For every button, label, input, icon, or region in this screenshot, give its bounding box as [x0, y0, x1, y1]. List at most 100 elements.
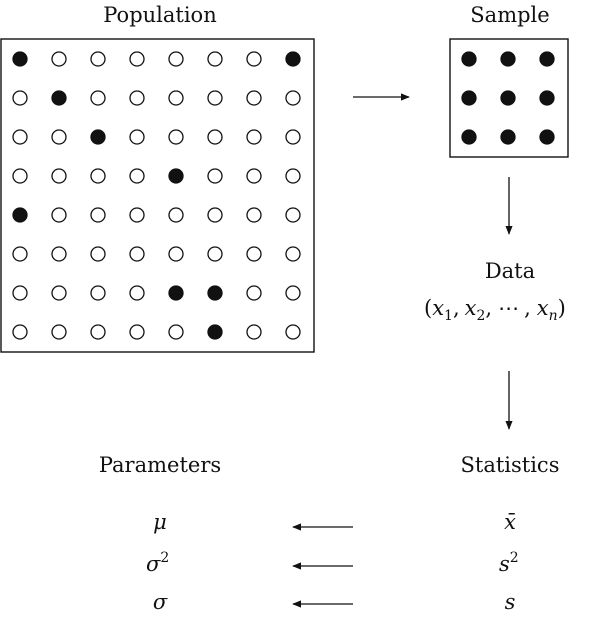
population-dot — [246, 324, 262, 340]
population-dot — [129, 324, 145, 340]
population-dot-sampled — [12, 51, 28, 67]
tuple-x1-subscript: 1 — [444, 308, 453, 324]
sample-dot — [461, 51, 477, 67]
population-dot — [129, 246, 145, 262]
population-dot — [90, 168, 106, 184]
population-dot — [90, 324, 106, 340]
population-dot — [207, 90, 223, 106]
stat-s-squared-base: s — [499, 552, 510, 576]
stat-s-squared-exp: 2 — [510, 550, 519, 566]
population-dot — [90, 246, 106, 262]
param-sigma: σ — [153, 590, 168, 614]
param-sigma-squared-exp: 2 — [160, 550, 169, 566]
population-dot — [51, 168, 67, 184]
sample-dot — [461, 90, 477, 106]
population-dot — [168, 246, 184, 262]
sample-dot — [539, 129, 555, 145]
population-dot-sampled — [168, 285, 184, 301]
tuple-comma-2: , — [485, 296, 492, 320]
population-dot — [90, 90, 106, 106]
tuple-open-paren: ( — [424, 296, 432, 320]
population-dot — [168, 90, 184, 106]
population-dot — [246, 129, 262, 145]
sample-title: Sample — [470, 3, 549, 27]
population-dot — [90, 285, 106, 301]
population-dot — [207, 129, 223, 145]
population-dot — [51, 207, 67, 223]
population-dot — [246, 285, 262, 301]
population-dot — [129, 129, 145, 145]
population-dot-sampled — [285, 51, 301, 67]
population-dot — [51, 51, 67, 67]
tuple-x1-var: x — [432, 296, 444, 320]
population-dot — [207, 51, 223, 67]
population-dot — [207, 246, 223, 262]
population-dot — [285, 246, 301, 262]
data-tuple: (x1,x2,⋯,xn) — [424, 296, 566, 324]
population-dot — [168, 207, 184, 223]
population-dot — [12, 90, 28, 106]
population-dot — [285, 324, 301, 340]
tuple-x2-var: x — [465, 296, 477, 320]
population-dot — [129, 285, 145, 301]
population-box — [0, 38, 315, 353]
population-dot — [90, 207, 106, 223]
population-dot — [12, 246, 28, 262]
population-dot — [129, 207, 145, 223]
population-dot — [51, 324, 67, 340]
tuple-xn-subscript: n — [549, 308, 558, 324]
stat-s-squared: s2 — [499, 550, 519, 576]
data-title: Data — [485, 259, 535, 283]
population-dot — [129, 51, 145, 67]
param-sigma-squared: σ2 — [146, 550, 169, 576]
population-dot — [12, 129, 28, 145]
population-dot — [168, 324, 184, 340]
population-dot — [285, 129, 301, 145]
population-dot-sampled — [168, 168, 184, 184]
population-grid — [12, 51, 301, 340]
population-dot — [246, 51, 262, 67]
stat-s: s — [505, 590, 516, 614]
population-dot — [51, 246, 67, 262]
sample-dot — [461, 129, 477, 145]
stat-xbar: x̄ — [504, 510, 516, 534]
population-dot-sampled — [51, 90, 67, 106]
tuple-ellipsis: ⋯ — [498, 296, 519, 320]
sample-dot — [500, 51, 516, 67]
param-mu: μ — [153, 510, 167, 534]
tuple-comma-3: , — [524, 296, 531, 320]
population-dot — [129, 90, 145, 106]
tuple-comma-1: , — [453, 296, 460, 320]
statistics-title: Statistics — [461, 453, 560, 477]
population-dot — [246, 168, 262, 184]
population-dot — [12, 324, 28, 340]
population-dot — [168, 129, 184, 145]
population-title: Population — [103, 3, 216, 27]
sample-grid — [461, 51, 555, 145]
tuple-close-paren: ) — [558, 296, 566, 320]
population-dot-sampled — [207, 324, 223, 340]
param-sigma-squared-base: σ — [146, 552, 161, 576]
population-dot — [51, 129, 67, 145]
tuple-xn-var: x — [537, 296, 549, 320]
population-dot-sampled — [90, 129, 106, 145]
tuple-x2-subscript: 2 — [477, 308, 486, 324]
population-dot-sampled — [12, 207, 28, 223]
population-dot — [90, 51, 106, 67]
population-dot — [285, 168, 301, 184]
population-dot — [51, 285, 67, 301]
population-dot — [168, 51, 184, 67]
population-dot — [285, 90, 301, 106]
population-dot — [207, 207, 223, 223]
population-dot-sampled — [207, 285, 223, 301]
population-dot — [129, 168, 145, 184]
population-dot — [246, 246, 262, 262]
population-dot — [12, 168, 28, 184]
population-dot — [285, 285, 301, 301]
population-dot — [246, 90, 262, 106]
population-dot — [246, 207, 262, 223]
sample-dot — [539, 90, 555, 106]
population-dot — [12, 285, 28, 301]
parameters-title: Parameters — [99, 453, 221, 477]
